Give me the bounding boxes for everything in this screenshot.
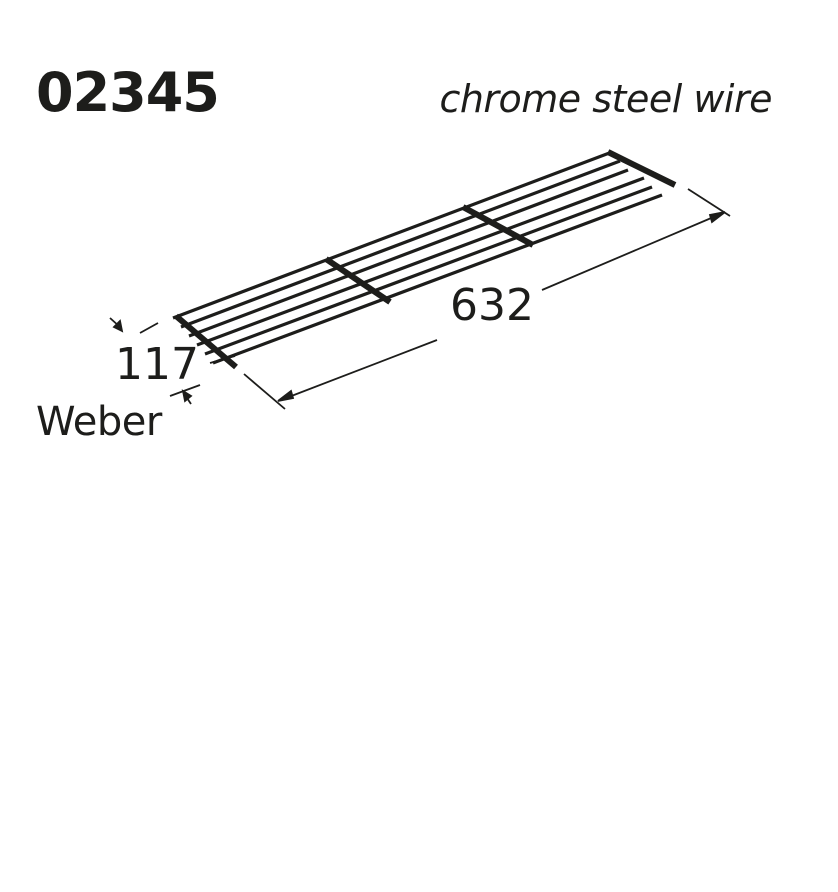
length-dimension (243, 188, 731, 410)
material-label: chrome steel wire (439, 77, 772, 121)
length-value: 632 (450, 280, 534, 331)
width-dimension (109, 317, 236, 405)
grate-wires (172, 150, 663, 365)
brand-label: Weber (36, 399, 162, 445)
part-number: 02345 (36, 61, 220, 124)
width-value: 117 (115, 339, 199, 390)
grate (172, 149, 677, 370)
